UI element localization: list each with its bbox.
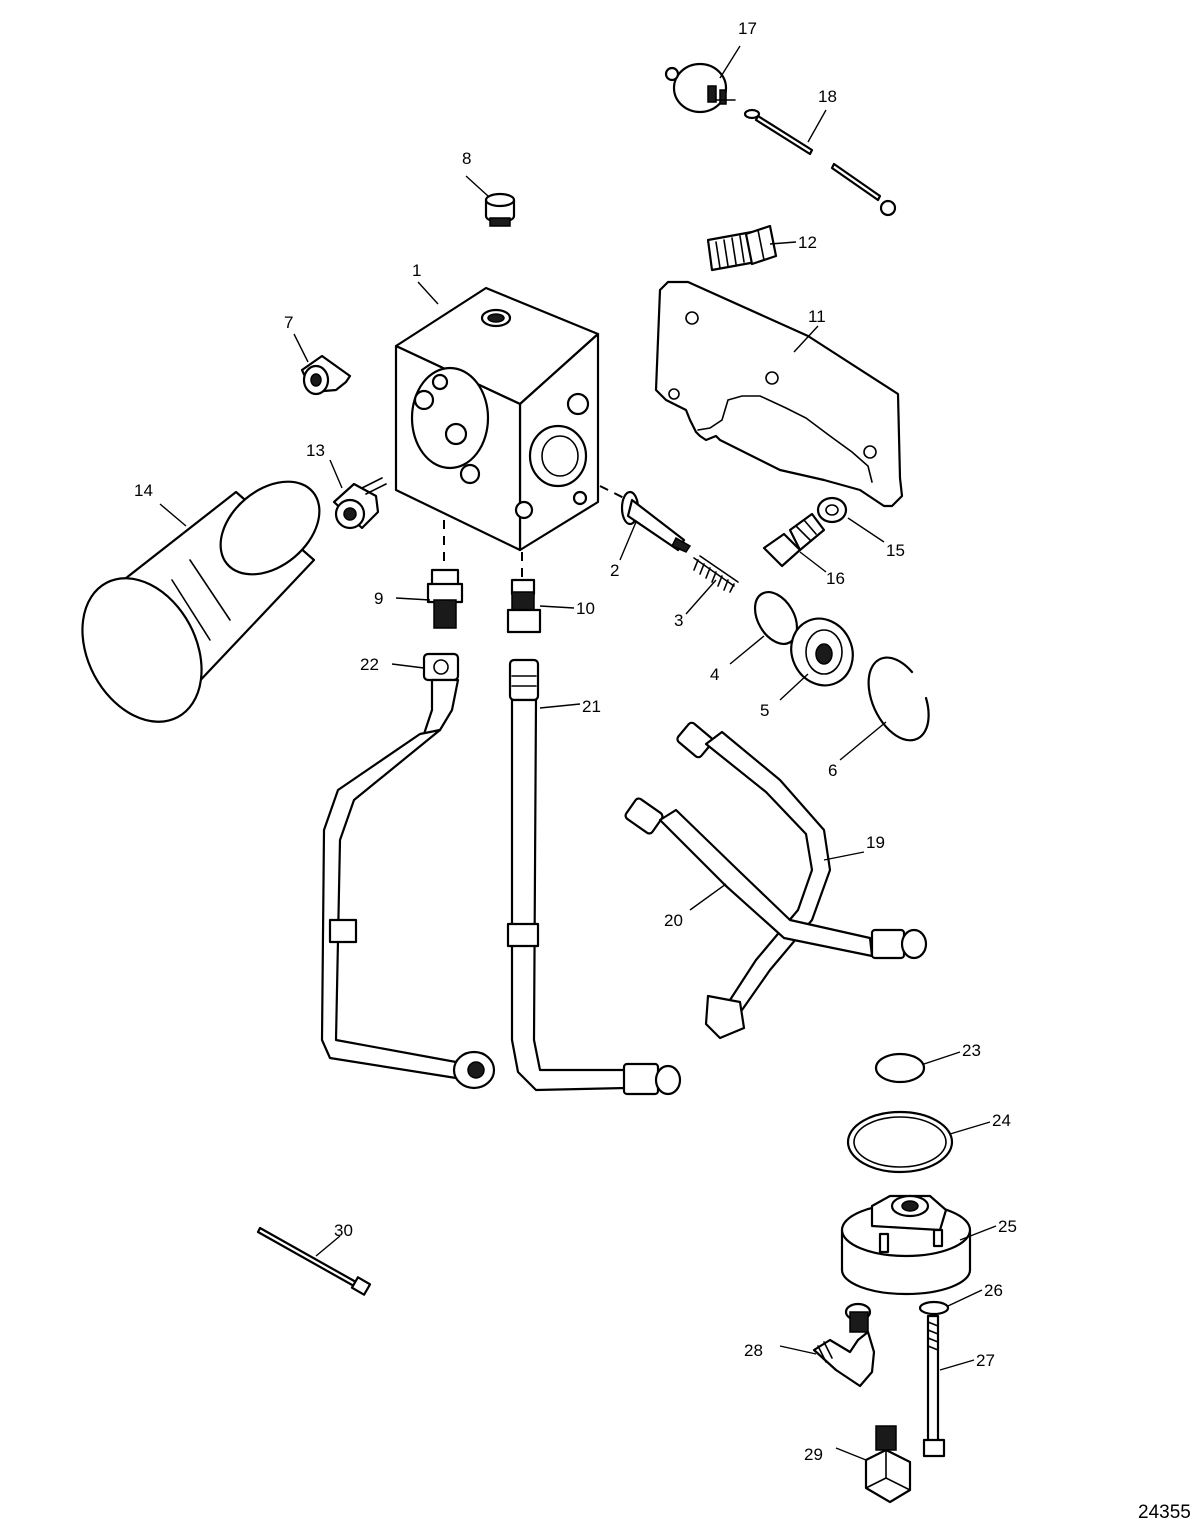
part-2-valve — [620, 490, 692, 553]
part-11-bracket — [654, 280, 904, 508]
part-6-snap-ring — [867, 656, 930, 742]
callout-10: 10 — [576, 599, 595, 618]
callout-11: 11 — [808, 307, 826, 326]
callout-5: 5 — [760, 701, 769, 720]
part-23-o-ring — [874, 1052, 926, 1084]
callout-6: 6 — [828, 761, 837, 780]
part-18-wire-lead — [743, 108, 897, 217]
callout-23: 23 — [962, 1041, 981, 1060]
dashed-line-2 — [599, 485, 625, 499]
part-13-fitting — [332, 477, 387, 530]
figure-number: 24355 — [1138, 1502, 1191, 1522]
callout-28: 28 — [744, 1341, 763, 1360]
part-12-bolt — [706, 224, 778, 272]
part-16-bolt — [762, 512, 826, 568]
callout-7: 7 — [284, 313, 293, 332]
callout-4: 4 — [710, 665, 719, 684]
callout-2: 2 — [610, 561, 619, 580]
part-22-hose — [320, 652, 496, 1090]
part-24-o-ring — [846, 1110, 954, 1174]
part-5-thermostat — [790, 617, 854, 687]
callout-26: 26 — [984, 1281, 1003, 1300]
part-9-fitting — [426, 568, 464, 629]
part-3-spring — [693, 555, 739, 593]
callout-20: 20 — [664, 911, 683, 930]
callout-12: 12 — [798, 233, 817, 252]
callout-14: 14 — [134, 481, 153, 500]
callout-9: 9 — [374, 589, 383, 608]
callout-13: 13 — [306, 441, 325, 460]
callout-16: 16 — [826, 569, 845, 588]
callout-27: 27 — [976, 1351, 995, 1370]
callout-1: 1 — [412, 261, 421, 280]
part-4-o-ring — [753, 591, 799, 645]
part-1-adapter-block — [394, 286, 600, 552]
callout-24: 24 — [992, 1111, 1011, 1130]
callout-18: 18 — [818, 87, 837, 106]
callout-8: 8 — [462, 149, 471, 168]
callout-3: 3 — [674, 611, 683, 630]
part-27-bolt — [922, 1314, 946, 1458]
part-28-elbow-fitting — [812, 1302, 876, 1388]
part-15-washer — [816, 496, 848, 524]
callout-25: 25 — [998, 1217, 1017, 1236]
callout-15: 15 — [886, 541, 905, 560]
part-26-washer — [918, 1300, 950, 1316]
part-29-fitting-block — [864, 1425, 912, 1504]
part-14-oil-filter — [81, 480, 321, 723]
part-7-fitting — [300, 354, 352, 396]
part-21-hose — [506, 658, 682, 1096]
callout-21: 21 — [582, 697, 601, 716]
part-17-sender-switch — [664, 62, 736, 114]
callout-22: 22 — [360, 655, 379, 674]
callout-29: 29 — [804, 1445, 823, 1464]
callout-labels: 17 18 8 12 1 11 7 13 14 15 16 2 9 10 3 2… — [134, 19, 1017, 1464]
part-10-fitting — [506, 578, 542, 634]
leader-lines — [159, 45, 997, 1461]
part-8-plug — [484, 192, 516, 227]
part-19-hose — [676, 721, 832, 1040]
callout-30: 30 — [334, 1221, 353, 1240]
part-20-hose — [624, 797, 928, 960]
part-25-filter-adapter — [840, 1194, 972, 1296]
callout-17: 17 — [738, 19, 757, 38]
part-30-tie-strap — [256, 1226, 372, 1296]
callout-19: 19 — [866, 833, 885, 852]
